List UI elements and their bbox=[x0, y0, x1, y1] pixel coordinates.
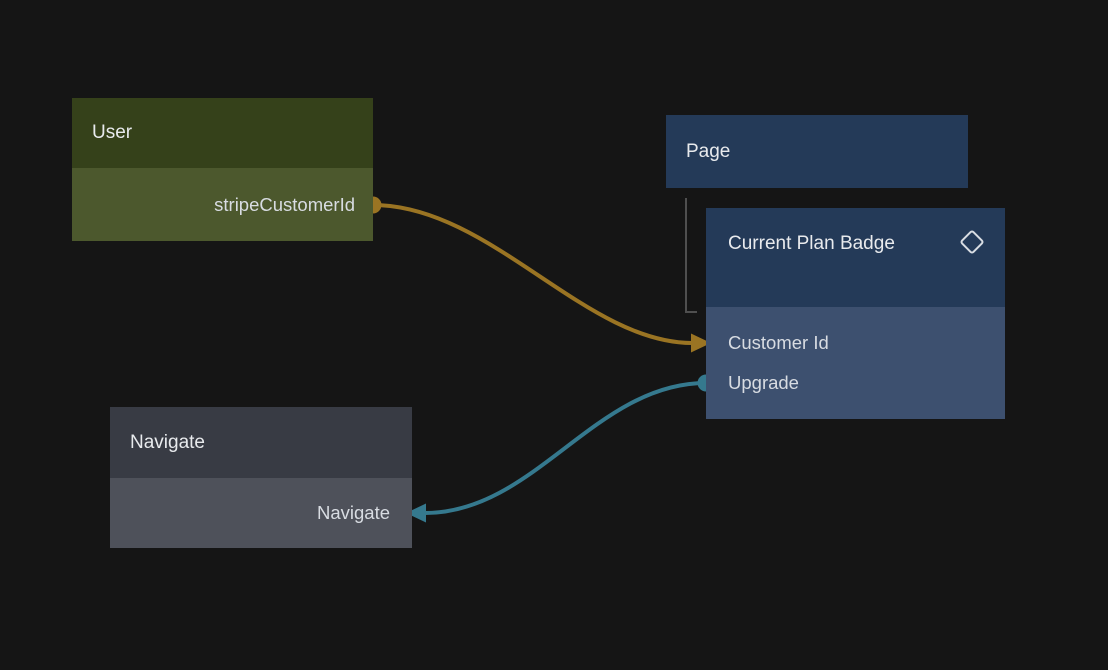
node-page-title: Page bbox=[686, 140, 731, 162]
node-user-header[interactable]: User bbox=[72, 98, 373, 168]
node-navigate[interactable]: Navigate Navigate bbox=[110, 407, 412, 548]
node-current-plan-badge-body: Customer Id Upgrade bbox=[706, 307, 1005, 419]
edge-arrowhead-navigate bbox=[406, 503, 426, 523]
node-current-plan-badge-header[interactable]: Current Plan Badge bbox=[706, 208, 1005, 307]
node-user[interactable]: User stripeCustomerId bbox=[72, 98, 373, 241]
port-customer-id[interactable]: Customer Id bbox=[706, 323, 1005, 363]
port-navigate[interactable]: Navigate bbox=[110, 478, 412, 548]
port-stripecustomerid[interactable]: stripeCustomerId bbox=[72, 168, 373, 241]
node-navigate-title: Navigate bbox=[130, 431, 205, 453]
node-current-plan-badge[interactable]: Current Plan Badge Customer Id Upgrade bbox=[706, 208, 1005, 419]
node-user-body: stripeCustomerId bbox=[72, 168, 373, 241]
edge-stripecustomerid-to-customerid[interactable] bbox=[372, 203, 693, 345]
node-current-plan-badge-title: Current Plan Badge bbox=[728, 233, 895, 254]
port-upgrade[interactable]: Upgrade bbox=[706, 363, 1005, 403]
edge-arrowhead-customerid bbox=[691, 333, 711, 353]
page-child-tree-line bbox=[685, 198, 697, 313]
port-customer-id-label: Customer Id bbox=[728, 332, 829, 353]
port-upgrade-label: Upgrade bbox=[728, 372, 799, 393]
port-navigate-label: Navigate bbox=[316, 502, 390, 523]
node-user-title: User bbox=[92, 122, 133, 143]
node-page-header[interactable]: Page bbox=[666, 115, 968, 188]
port-stripecustomerid-label: stripeCustomerId bbox=[214, 193, 355, 215]
node-page[interactable]: Page bbox=[666, 115, 968, 188]
node-navigate-header[interactable]: Navigate bbox=[110, 407, 412, 478]
edge-upgrade-to-navigate[interactable] bbox=[424, 381, 707, 515]
component-diamond-icon bbox=[959, 229, 985, 255]
node-navigate-body: Navigate bbox=[110, 478, 412, 548]
